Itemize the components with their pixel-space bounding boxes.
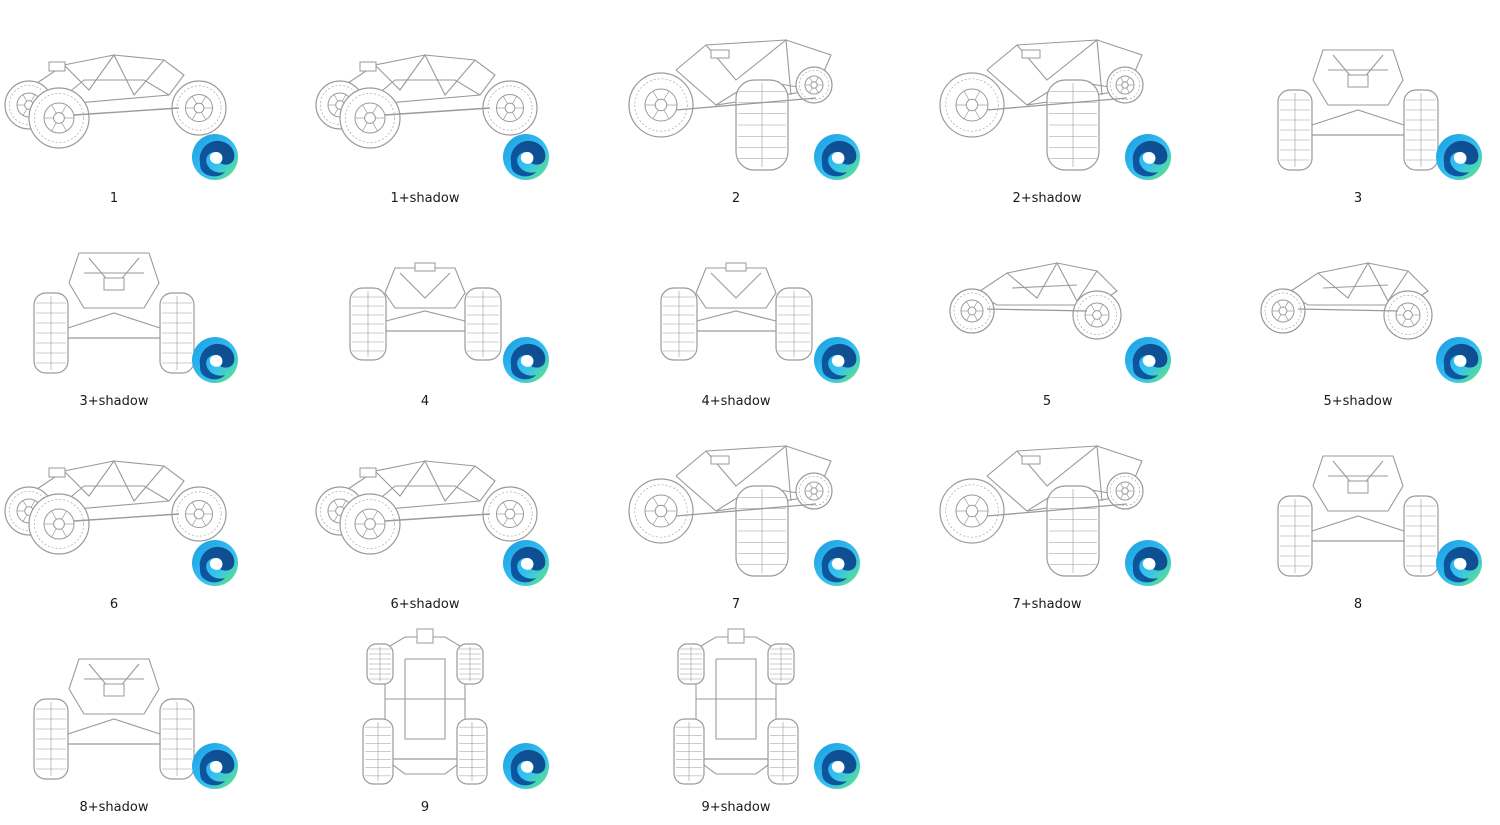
file-tile[interactable]: 5 bbox=[927, 213, 1171, 413]
edge-icon bbox=[1436, 337, 1482, 383]
edge-icon bbox=[814, 540, 860, 586]
file-thumbnail bbox=[1238, 10, 1482, 190]
edge-icon bbox=[814, 134, 860, 180]
file-thumbnail bbox=[0, 619, 238, 799]
file-tile[interactable]: 7 bbox=[616, 416, 860, 616]
rc-car-line-drawing bbox=[33, 252, 195, 374]
file-tile[interactable]: 4+shadow bbox=[616, 213, 860, 413]
file-thumbnail bbox=[927, 213, 1171, 393]
edge-icon bbox=[503, 743, 549, 789]
file-thumbnail bbox=[305, 619, 549, 799]
file-name-label: 2 bbox=[731, 191, 741, 206]
file-thumbnail bbox=[0, 213, 238, 393]
file-name-label: 2+shadow bbox=[1012, 191, 1082, 206]
edge-icon bbox=[192, 540, 238, 586]
file-name-label: 4+shadow bbox=[701, 394, 771, 409]
file-tile[interactable]: 8 bbox=[1238, 416, 1482, 616]
rc-car-line-drawing bbox=[1277, 455, 1439, 577]
file-thumbnail bbox=[616, 619, 860, 799]
file-thumbnail bbox=[305, 416, 549, 596]
file-name-label: 6 bbox=[109, 597, 119, 612]
file-tile[interactable]: 1 bbox=[0, 10, 238, 210]
rc-car-line-drawing bbox=[628, 444, 833, 577]
file-name-label: 7+shadow bbox=[1012, 597, 1082, 612]
file-tile[interactable]: 9+shadow bbox=[616, 619, 860, 819]
file-thumbnail bbox=[305, 213, 549, 393]
file-thumbnail bbox=[927, 416, 1171, 596]
file-name-label: 5+shadow bbox=[1323, 394, 1393, 409]
file-name-label: 1+shadow bbox=[390, 191, 460, 206]
file-name-label: 3 bbox=[1353, 191, 1363, 206]
file-name-label: 8 bbox=[1353, 597, 1363, 612]
file-name-label: 9+shadow bbox=[701, 800, 771, 815]
file-thumbnail bbox=[0, 416, 238, 596]
rc-car-line-drawing bbox=[673, 628, 799, 785]
file-thumbnail bbox=[1238, 416, 1482, 596]
rc-car-line-drawing bbox=[939, 38, 1144, 171]
rc-car-line-drawing bbox=[33, 658, 195, 780]
file-thumbnail bbox=[616, 10, 860, 190]
file-tile[interactable]: 5+shadow bbox=[1238, 213, 1482, 413]
file-tile[interactable]: 6 bbox=[0, 416, 238, 616]
file-thumbnail bbox=[616, 213, 860, 393]
file-tile[interactable]: 3 bbox=[1238, 10, 1482, 210]
edge-icon bbox=[1125, 337, 1171, 383]
file-tile[interactable]: 2+shadow bbox=[927, 10, 1171, 210]
rc-car-line-drawing bbox=[628, 38, 833, 171]
rc-car-line-drawing bbox=[1260, 261, 1433, 340]
file-tile[interactable]: 4 bbox=[305, 213, 549, 413]
file-name-label: 6+shadow bbox=[390, 597, 460, 612]
file-thumbnail bbox=[305, 10, 549, 190]
file-tile[interactable]: 3+shadow bbox=[0, 213, 238, 413]
edge-icon bbox=[1436, 134, 1482, 180]
file-tile[interactable]: 9 bbox=[305, 619, 549, 819]
edge-icon bbox=[192, 134, 238, 180]
edge-icon bbox=[814, 743, 860, 789]
edge-icon bbox=[192, 743, 238, 789]
edge-icon bbox=[503, 337, 549, 383]
edge-icon bbox=[503, 134, 549, 180]
edge-icon bbox=[814, 337, 860, 383]
rc-car-line-drawing bbox=[349, 262, 502, 361]
edge-icon bbox=[1125, 540, 1171, 586]
file-tile[interactable]: 8+shadow bbox=[0, 619, 238, 819]
file-name-label: 4 bbox=[420, 394, 430, 409]
rc-car-line-drawing bbox=[1277, 49, 1439, 171]
rc-car-line-drawing bbox=[949, 261, 1122, 340]
rc-car-line-drawing bbox=[4, 53, 227, 149]
edge-icon bbox=[1125, 134, 1171, 180]
file-name-label: 3+shadow bbox=[79, 394, 149, 409]
file-name-label: 7 bbox=[731, 597, 741, 612]
rc-car-line-drawing bbox=[362, 628, 488, 785]
file-tile[interactable]: 1+shadow bbox=[305, 10, 549, 210]
rc-car-line-drawing bbox=[939, 444, 1144, 577]
rc-car-line-drawing bbox=[315, 459, 538, 555]
file-tile[interactable]: 2 bbox=[616, 10, 860, 210]
file-thumbnail bbox=[0, 10, 238, 190]
edge-icon bbox=[503, 540, 549, 586]
file-thumbnail bbox=[1238, 213, 1482, 393]
file-tile[interactable]: 7+shadow bbox=[927, 416, 1171, 616]
file-thumbnail bbox=[927, 10, 1171, 190]
rc-car-line-drawing bbox=[315, 53, 538, 149]
edge-icon bbox=[1436, 540, 1482, 586]
edge-icon bbox=[192, 337, 238, 383]
file-name-label: 9 bbox=[420, 800, 430, 815]
rc-car-line-drawing bbox=[660, 262, 813, 361]
file-name-label: 1 bbox=[109, 191, 119, 206]
file-thumbnail bbox=[616, 416, 860, 596]
file-tile[interactable]: 6+shadow bbox=[305, 416, 549, 616]
file-name-label: 8+shadow bbox=[79, 800, 149, 815]
rc-car-line-drawing bbox=[4, 459, 227, 555]
file-name-label: 5 bbox=[1042, 394, 1052, 409]
